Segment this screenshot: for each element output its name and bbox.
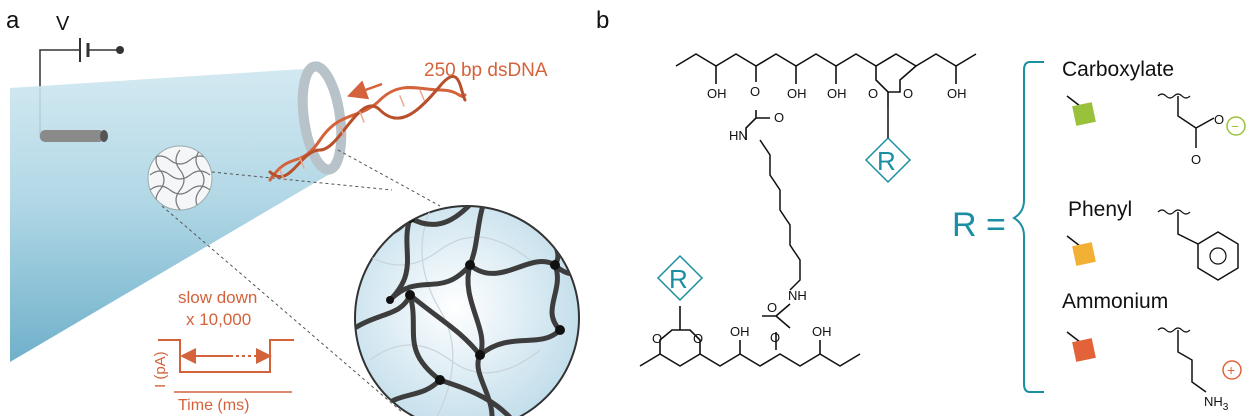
polymer-backbone-bottom (639, 303, 861, 367)
panel-b-letter: b (596, 7, 609, 34)
dna-label: 250 bp dsDNA (424, 60, 548, 81)
nh3-label: NH3 (1204, 394, 1229, 413)
group-name-phenyl: Phenyl (1068, 198, 1132, 221)
panel-b: b OH O O OH OH O O OH HN R NH (596, 7, 1246, 413)
o-label-acetal-bottom-2: O (693, 331, 703, 346)
r-label-top: R (877, 146, 896, 176)
electrode (40, 130, 108, 142)
voltage-label: V (56, 13, 70, 35)
current-axis-label: I (pA) (152, 351, 169, 388)
hydrogel-detail-small (147, 145, 213, 211)
r-equals-label: R = (952, 206, 1006, 244)
voltage-circuit: V (39, 13, 124, 138)
o-label-acetal-bottom-1: O (652, 331, 662, 346)
dna-direction-arrow (346, 80, 383, 100)
o-label-carboxylate-1: O (1191, 152, 1201, 167)
r-group-diamond-bottom: R (656, 254, 704, 302)
nh3-subscript: 3 (1223, 402, 1229, 413)
o-label-carbonyl-top: O (774, 110, 784, 125)
current-trace-inset: slow down x 10,000 I (pA) Time (ms) (152, 288, 294, 414)
zoom-guide-lines (161, 149, 441, 413)
nh-label: NH (788, 288, 807, 303)
polymer-backbone-top (675, 53, 977, 140)
group-carboxylate: Carboxylate O O − (1062, 58, 1246, 167)
time-axis-label: Time (ms) (178, 397, 249, 414)
oh-label-3: OH (827, 86, 847, 101)
phenyl-swatch (1072, 242, 1096, 266)
hn-label: HN (729, 128, 748, 143)
o-label-carbonyl-bottom: O (767, 300, 777, 315)
group-name-carboxylate: Carboxylate (1062, 58, 1174, 81)
oh-label-1: OH (707, 86, 727, 101)
slowdown-line2: x 10,000 (186, 310, 251, 329)
pipette-body (10, 68, 340, 362)
slowdown-line1: slow down (178, 288, 257, 307)
plus-sign: + (1227, 362, 1235, 378)
ammonium-swatch (1072, 338, 1096, 362)
o-label-carboxylate-2: O (1214, 112, 1224, 127)
hydrogel-network-zoom (354, 205, 580, 416)
minus-sign: − (1231, 118, 1239, 134)
o-label-acetal-top-2: O (903, 86, 913, 101)
nh3-main: NH (1204, 394, 1223, 409)
group-phenyl: Phenyl (1066, 198, 1239, 281)
panel-a: a V (6, 7, 580, 416)
oh-label-5: OH (730, 324, 750, 339)
oh-label-2: OH (787, 86, 807, 101)
o-label-ester-bottom: O (770, 330, 780, 345)
r-group-diamond-top: R (864, 108, 912, 184)
r-options-brace (1012, 61, 1044, 393)
o-label-ester-top: O (750, 84, 760, 99)
group-ammonium: Ammonium NH3 + (1062, 290, 1242, 413)
o-label-acetal-top-1: O (868, 86, 878, 101)
crosslinker-chain (759, 139, 801, 291)
oh-label-6: OH (812, 324, 832, 339)
oh-label-4: OH (947, 86, 967, 101)
carboxylate-swatch (1072, 102, 1096, 126)
dna-helix (268, 75, 467, 182)
panel-a-letter: a (6, 7, 20, 34)
r-label-bottom: R (669, 264, 688, 294)
group-name-ammonium: Ammonium (1062, 290, 1168, 313)
